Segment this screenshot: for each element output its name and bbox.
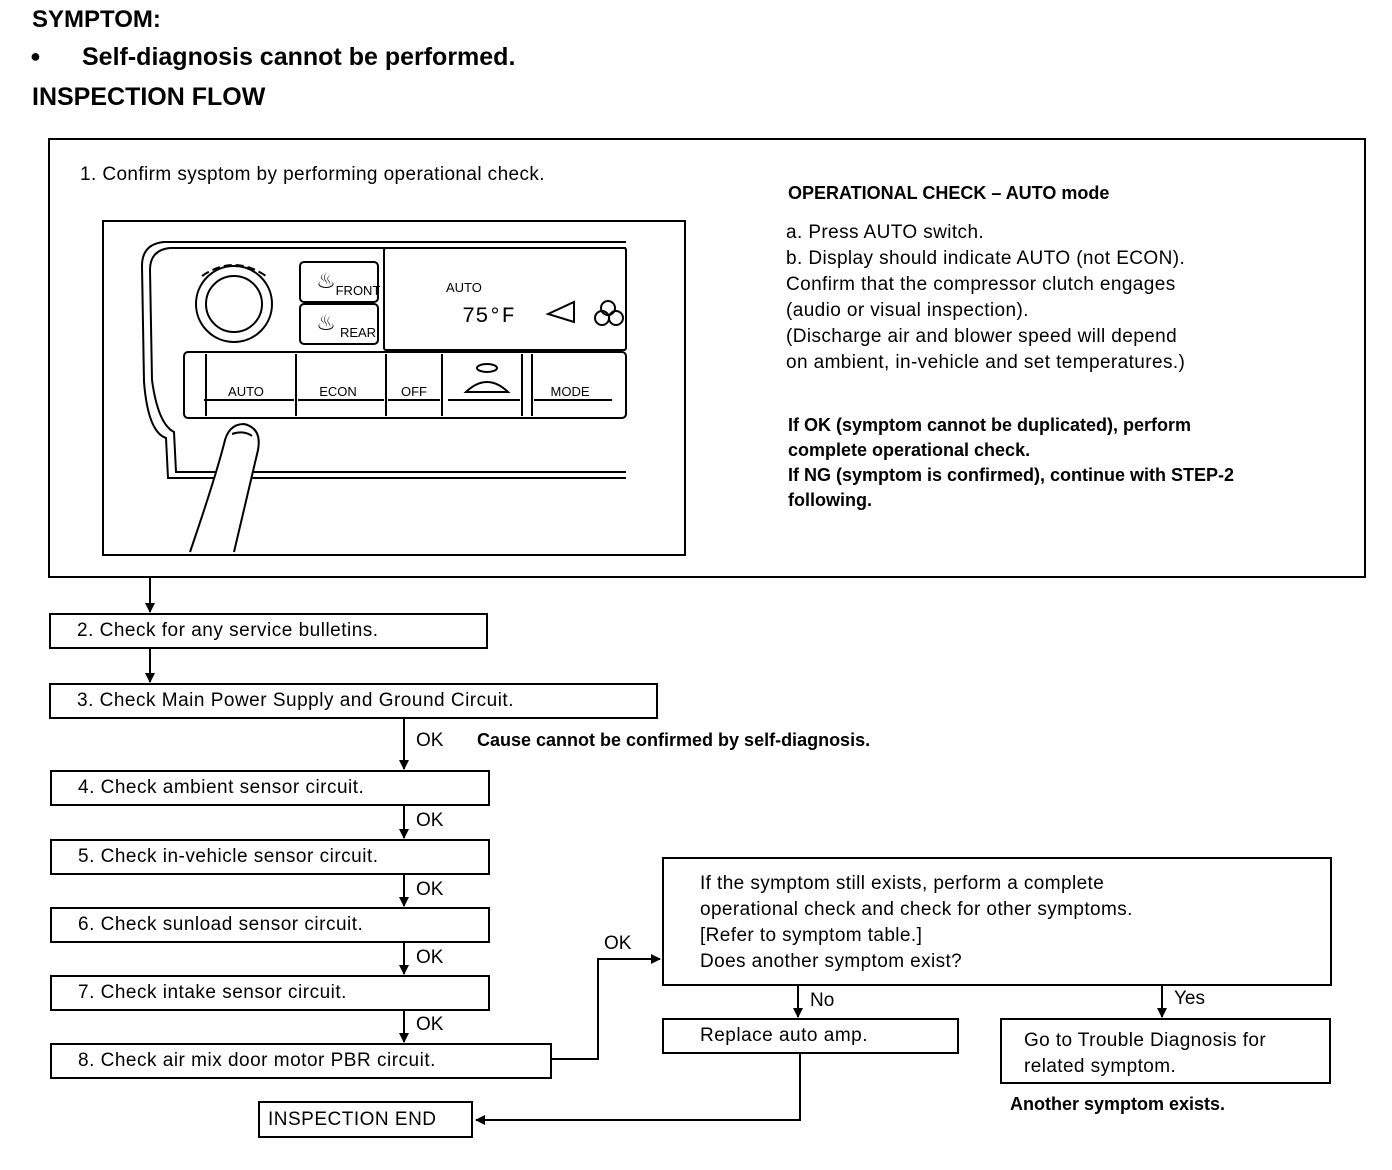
replace-text: Replace auto amp. [700, 1025, 868, 1046]
step-3-box: 3. Check Main Power Supply and Ground Ci… [49, 683, 658, 719]
question-line: operational check and check for other sy… [700, 899, 1133, 920]
symptom-label: SYMPTOM: [32, 6, 161, 33]
step-5-text: 5. Check in-vehicle sensor circuit. [78, 846, 379, 867]
step-6-box: 6. Check sunload sensor circuit. [50, 907, 490, 943]
symptom-text: Self-diagnosis cannot be performed. [82, 43, 516, 71]
goto-line: related symptom. [1024, 1056, 1177, 1077]
replace-box: Replace auto amp. [662, 1018, 959, 1054]
question-line: [Refer to symptom table.] [700, 925, 923, 946]
panel-button-mode: MODE [551, 384, 590, 399]
step-1-text: 1. Confirm sysptom by performing operati… [80, 164, 545, 185]
control-panel-drawing: FRONT REAR ♨ ♨ AUTO 75°F AUTO ECON OFF M… [140, 241, 627, 553]
panel-button-auto: AUTO [228, 384, 264, 399]
result-line: If OK (symptom cannot be duplicated), pe… [788, 415, 1192, 435]
op-check-title: OPERATIONAL CHECK – AUTO mode [788, 183, 1110, 203]
arrow-8-question [552, 954, 661, 1060]
step-2-text: 2. Check for any service bulletins. [77, 620, 379, 641]
step-4-box: 4. Check ambient sensor circuit. [50, 770, 490, 806]
yes-label: Yes [1174, 988, 1205, 1009]
op-line: a. Press AUTO switch. [786, 222, 985, 243]
result-line: complete operational check. [788, 440, 1031, 460]
op-line: (Discharge air and blower speed will dep… [786, 326, 1178, 347]
another-symptom-note: Another symptom exists. [1010, 1094, 1226, 1114]
goto-text: Go to Trouble Diagnosis for related symp… [1024, 1028, 1266, 1080]
result-line: If NG (symptom is confirmed), continue w… [788, 465, 1235, 485]
panel-button-off: OFF [401, 384, 427, 399]
goto-box: Go to Trouble Diagnosis for related symp… [1000, 1018, 1331, 1084]
step-7-box: 7. Check intake sensor circuit. [50, 975, 490, 1011]
display-temp-text: 75°F [462, 304, 515, 329]
panel-button-econ: ECON [319, 384, 357, 399]
rear-defrost-icon: ♨ [316, 310, 336, 335]
step-4-text: 4. Check ambient sensor circuit. [78, 777, 365, 798]
ok-label-3-4: OK [416, 730, 444, 751]
ok-label-6-7: OK [416, 947, 444, 968]
front-defrost-label: FRONT [336, 283, 381, 298]
rear-defrost-label: REAR [340, 325, 376, 340]
question-line: Does another symptom exist? [700, 951, 963, 972]
front-defrost-icon: ♨ [316, 268, 336, 293]
question-box: If the symptom still exists, perform a c… [662, 857, 1332, 986]
inspection-end-box: INSPECTION END [258, 1101, 473, 1138]
op-check-lines: a. Press AUTO switch. b. Display should … [786, 220, 1185, 376]
question-text: If the symptom still exists, perform a c… [700, 871, 1133, 975]
symptom-bullet: ● [30, 46, 41, 66]
step-3-text: 3. Check Main Power Supply and Ground Ci… [77, 690, 514, 711]
ok-label-5-6: OK [416, 879, 444, 900]
goto-line: Go to Trouble Diagnosis for [1024, 1030, 1267, 1051]
inspection-end-text: INSPECTION END [268, 1108, 437, 1130]
cause-note: Cause cannot be confirmed by self-diagno… [477, 730, 871, 750]
op-line: on ambient, in-vehicle and set temperatu… [786, 352, 1186, 373]
question-line: If the symptom still exists, perform a c… [700, 873, 1105, 894]
result-line: following. [788, 490, 872, 510]
step-8-text: 8. Check air mix door motor PBR circuit. [78, 1050, 436, 1071]
step-2-box: 2. Check for any service bulletins. [49, 613, 488, 649]
step-8-box: 8. Check air mix door motor PBR circuit. [50, 1043, 552, 1079]
control-panel-illustration: FRONT REAR ♨ ♨ AUTO 75°F AUTO ECON OFF M… [102, 220, 686, 556]
ok-label-4-5: OK [416, 810, 444, 831]
ok-label-7-8: OK [416, 1014, 444, 1035]
op-line: (audio or visual inspection). [786, 300, 1029, 321]
step-6-text: 6. Check sunload sensor circuit. [78, 914, 364, 935]
step-7-text: 7. Check intake sensor circuit. [78, 982, 347, 1003]
op-line: Confirm that the compressor clutch engag… [786, 274, 1176, 295]
step-1-box: 1. Confirm sysptom by performing operati… [48, 138, 1366, 578]
no-label: No [810, 990, 835, 1011]
display-mode-text: AUTO [446, 280, 482, 295]
inspection-flow-title: INSPECTION FLOW [32, 83, 266, 111]
step-5-box: 5. Check in-vehicle sensor circuit. [50, 839, 490, 875]
op-line: b. Display should indicate AUTO (not ECO… [786, 248, 1186, 269]
op-result-lines: If OK (symptom cannot be duplicated), pe… [788, 413, 1234, 513]
ok-label-8-question: OK [604, 933, 632, 954]
